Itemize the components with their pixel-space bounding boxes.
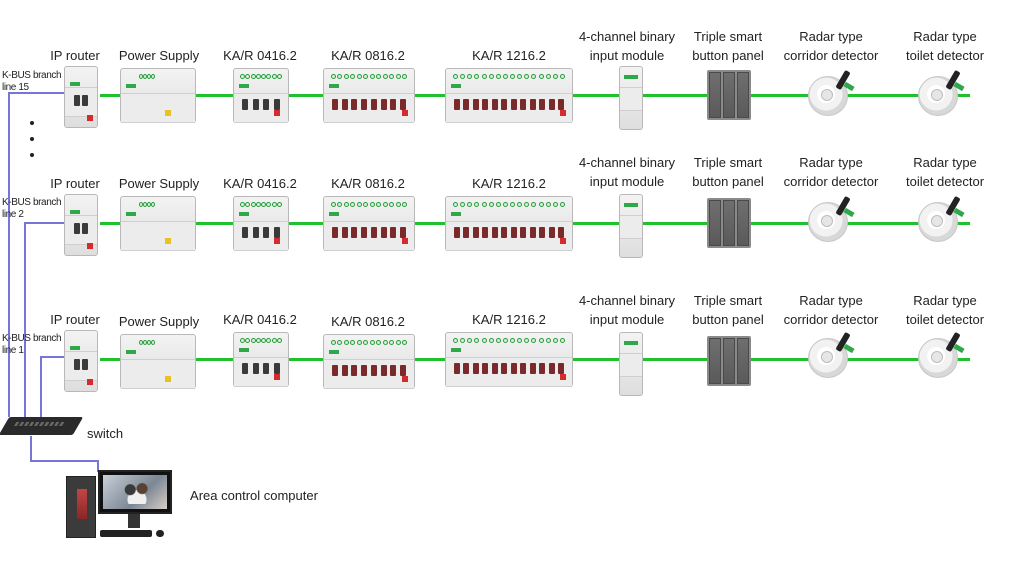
device-binary-input xyxy=(619,332,643,396)
device-ka-0416 xyxy=(233,332,289,387)
network-switch xyxy=(0,417,84,435)
device-binary-input xyxy=(619,194,643,258)
label-ka-0816: KA/R 0816.2 xyxy=(331,314,405,329)
ellipsis-dot xyxy=(30,153,34,157)
device-ka-1216 xyxy=(445,332,573,387)
ellipsis-dot xyxy=(30,137,34,141)
label-ip-router: IP router xyxy=(50,48,100,63)
label-ka-0416: KA/R 0416.2 xyxy=(223,48,297,63)
label-power-supply: Power Supply xyxy=(118,314,200,329)
label-ip-router: IP router xyxy=(50,312,100,327)
device-power-supply xyxy=(120,334,196,389)
label-ka-0416: KA/R 0416.2 xyxy=(223,176,297,191)
label-ka-1216: KA/R 1216.2 xyxy=(472,48,546,63)
net-link-line2 xyxy=(24,222,65,224)
net-trunk-line15 xyxy=(8,92,10,417)
device-triple-button-panel xyxy=(707,70,751,120)
device-toilet-detector xyxy=(918,195,970,246)
device-ka-0416 xyxy=(233,196,289,251)
computer-tower xyxy=(66,476,96,538)
net-trunk-line1 xyxy=(40,356,42,417)
device-ka-0816 xyxy=(323,334,415,389)
label-ka-0816: KA/R 0816.2 xyxy=(331,176,405,191)
device-triple-button-panel xyxy=(707,198,751,248)
label-area-control-computer: Area control computer xyxy=(190,488,318,503)
net-link-line1 xyxy=(40,356,65,358)
label-power-supply: Power Supply xyxy=(118,48,200,63)
label-ka-1216: KA/R 1216.2 xyxy=(472,176,546,191)
label-switch: switch xyxy=(86,426,124,441)
net-switch-to-pc xyxy=(30,460,98,462)
net-link-line15 xyxy=(8,92,65,94)
keyboard xyxy=(100,530,152,537)
device-ip-router xyxy=(64,330,98,392)
label-ka-0816: KA/R 0816.2 xyxy=(331,48,405,63)
device-corridor-detector xyxy=(808,331,860,382)
device-toilet-detector xyxy=(918,69,970,120)
monitor-stand xyxy=(128,514,140,528)
device-ip-router xyxy=(64,194,98,256)
device-toilet-detector xyxy=(918,331,970,382)
label-ka-0416: KA/R 0416.2 xyxy=(223,312,297,327)
device-corridor-detector xyxy=(808,195,860,246)
net-switch-drop xyxy=(30,436,32,461)
label-ip-router: IP router xyxy=(50,176,100,191)
device-binary-input xyxy=(619,66,643,130)
computer-monitor xyxy=(98,470,172,514)
device-ka-1216 xyxy=(445,196,573,251)
device-ka-0816 xyxy=(323,196,415,251)
device-corridor-detector xyxy=(808,69,860,120)
device-triple-button-panel xyxy=(707,336,751,386)
mouse xyxy=(156,530,164,537)
device-ka-0416 xyxy=(233,68,289,123)
device-ka-0816 xyxy=(323,68,415,123)
device-ip-router xyxy=(64,66,98,128)
device-power-supply xyxy=(120,68,196,123)
label-power-supply: Power Supply xyxy=(118,176,200,191)
device-power-supply xyxy=(120,196,196,251)
label-ka-1216: KA/R 1216.2 xyxy=(472,312,546,327)
ellipsis-dot xyxy=(30,121,34,125)
net-trunk-line2 xyxy=(24,222,26,417)
net-pc-drop xyxy=(97,460,99,472)
device-ka-1216 xyxy=(445,68,573,123)
